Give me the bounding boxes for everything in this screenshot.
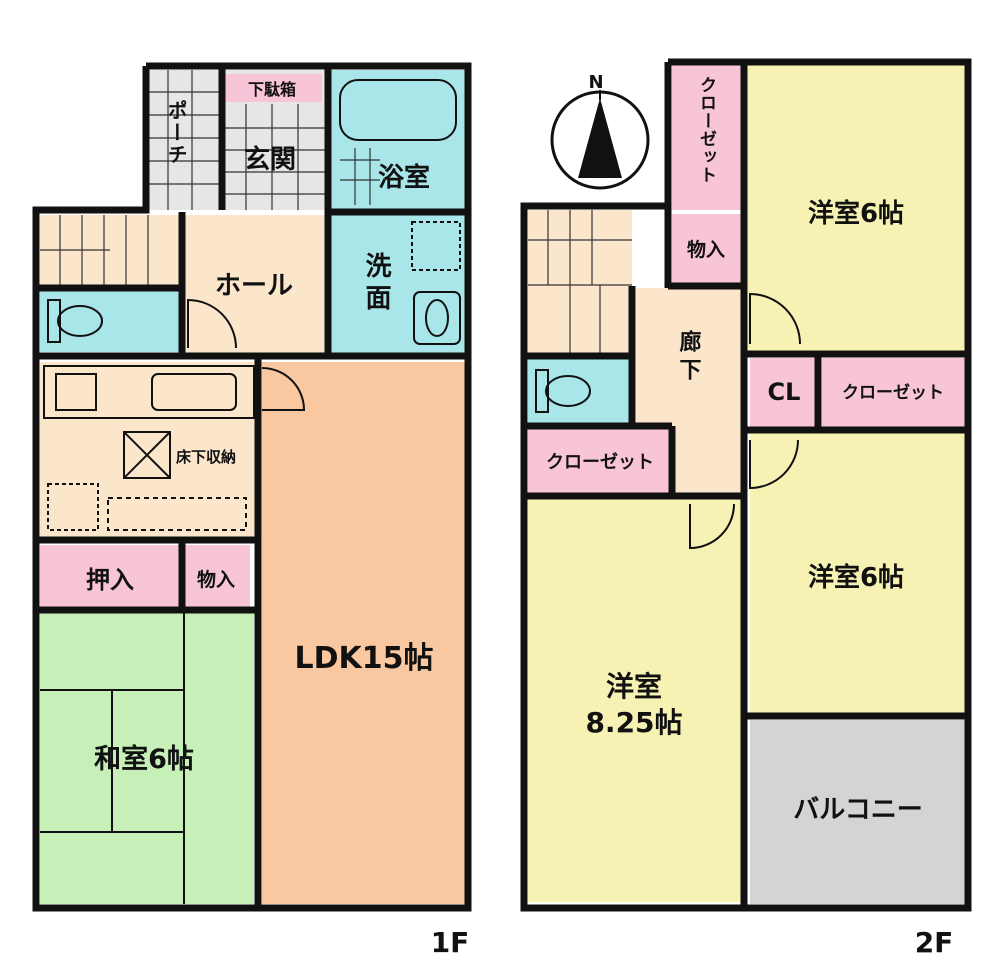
label-shoe-storage: 下駄箱 [248, 80, 296, 99]
washing-machine [411, 221, 461, 271]
label-underfloor-storage: 床下収納 [176, 448, 236, 466]
label-storage-2f: 物入 [687, 238, 725, 261]
label-washitsu: 和室6帖 [94, 743, 194, 775]
room-closet-east [822, 358, 966, 428]
tatami-lines [40, 612, 185, 904]
label-closet-west: クローゼット [546, 451, 654, 473]
room-closet-top [672, 62, 742, 210]
room-toilet-1f [40, 290, 180, 352]
washbasin [413, 291, 461, 345]
room-toilet-2f [528, 358, 632, 424]
label-bedroom-main-2: 8.25帖 [585, 706, 682, 739]
room-balcony [750, 720, 966, 904]
room-washroom [330, 215, 466, 355]
underfloor-storage-icon [123, 431, 171, 479]
room-bedroom-e [750, 432, 966, 716]
room-oshiire [40, 545, 180, 609]
bedroom-e-door-swing [749, 439, 799, 490]
stairs-1f [40, 215, 182, 287]
room-closet-west [528, 428, 670, 494]
bedroom-main-door-swing [689, 503, 735, 550]
label-closet-top: クローゼット [696, 76, 717, 184]
label-floor-2f: 2F [915, 926, 954, 959]
label-cl: CL [768, 378, 801, 406]
walls-1f [32, 62, 472, 912]
label-porch: ポーチ [164, 99, 188, 166]
room-storage-2f [672, 214, 742, 284]
label-bath: 浴室 [378, 162, 430, 193]
label-oshiire: 押入 [86, 566, 134, 594]
kitchen-counter [43, 365, 255, 419]
room-porch [146, 70, 222, 210]
room-storage-1f [184, 545, 250, 609]
stair-steps-1f [40, 215, 149, 287]
cupboard [107, 497, 247, 531]
room-washitsu [40, 612, 254, 904]
label-bedroom-ne: 洋室6帖 [808, 198, 904, 229]
toilet-2f-icon [535, 369, 591, 413]
washbasin-bowl [425, 299, 449, 337]
bedroom-ne-door-swing [749, 292, 801, 345]
bath-floor-tiles [340, 148, 380, 205]
label-bedroom-main-1: 洋室 [606, 670, 662, 703]
label-floor-1f: 1F [431, 926, 470, 959]
label-hall: ホール [215, 271, 293, 301]
room-ldk-main [262, 362, 466, 904]
label-closet-east: クローゼット [842, 382, 944, 403]
label-corridor: 廊下 [676, 329, 702, 386]
label-entrance: 玄関 [244, 144, 296, 175]
label-balcony: バルコニー [793, 795, 922, 825]
bathtub [339, 79, 457, 141]
label-storage-1f: 物入 [197, 568, 235, 591]
label-bedroom-e: 洋室6帖 [808, 562, 904, 593]
floor-2f [520, 58, 972, 912]
label-compass-n: N [588, 72, 603, 93]
room-bedroom-ne [746, 62, 966, 352]
walls-2f [520, 58, 972, 912]
toilet-icon [47, 299, 103, 343]
floor-1f [32, 62, 472, 912]
shoe-storage [224, 74, 322, 102]
entrance-tiles [222, 104, 326, 210]
stairs-2f [528, 210, 632, 355]
label-washroom: 洗面 [361, 252, 391, 316]
room-cl [750, 358, 816, 428]
fridge-space [47, 483, 99, 531]
stair-steps-2f [528, 210, 632, 355]
stove [55, 373, 97, 411]
sink [151, 373, 237, 411]
porch-tiles [146, 70, 222, 210]
room-hall [182, 215, 326, 355]
ldk-door-swing [261, 367, 306, 411]
label-ldk: LDK15帖 [294, 641, 433, 676]
hall-door-swing [187, 298, 237, 349]
room-bedroom-main [528, 498, 742, 902]
compass-icon [550, 90, 650, 190]
